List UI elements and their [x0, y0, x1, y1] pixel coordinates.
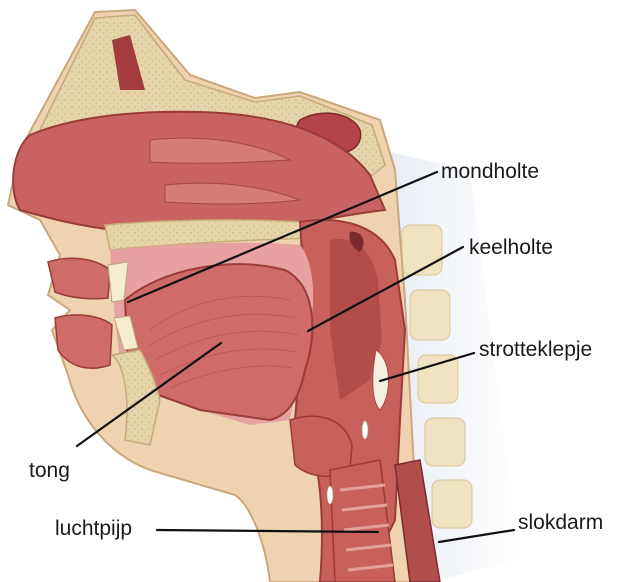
- label-luchtpijp: luchtpijp: [55, 517, 132, 541]
- label-keelholte: keelholte: [469, 236, 553, 260]
- label-strotteklepje: strotteklepje: [479, 338, 592, 362]
- label-tong: tong: [29, 459, 70, 483]
- upper-lip: [48, 258, 110, 298]
- label-slokdarm: slokdarm: [518, 511, 603, 535]
- label-mondholte: mondholte: [441, 160, 539, 184]
